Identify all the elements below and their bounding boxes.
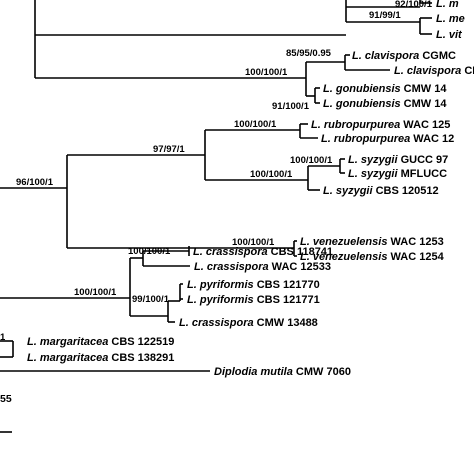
support-value: 100/100/1 [290,155,333,166]
support-value: 100/100/1 [74,287,117,298]
taxon-label: L. gonubiensis CMW 14 [323,98,447,110]
taxon-label: L. pyriformis CBS 121770 [187,279,320,291]
support-value: 97/97/1 [153,144,185,155]
taxon-label: L. margaritacea CBS 122519 [27,336,174,348]
support-values: 92/100/1 91/99/1 85/95/0.95 100/100/1 91… [0,0,433,343]
taxon-labels: L. m L. me L. vit L. clavispora CGMC L. … [27,0,474,378]
taxon-label: L. clavispora CGMC [352,50,456,62]
support-value: 100/100/1 [234,119,277,130]
taxon-label: L. pyriformis CBS 121771 [187,294,320,306]
support-value: 99/100/1 [132,294,170,305]
taxon-label: L. crassispora CMW 13488 [179,317,318,329]
taxon-label: L. vit [436,29,463,41]
taxon-label: L. margaritacea CBS 138291 [27,352,174,364]
support-value: 85/95/0.95 [286,48,332,59]
tree-branches [0,0,432,433]
taxon-label: L. crassispora WAC 12533 [194,261,331,273]
support-value: 1 [0,332,6,343]
support-value: 100/100/1 [245,67,288,78]
taxon-label: L. syzygii MFLUCC [348,168,447,180]
taxon-label: Diplodia mutila CMW 7060 [214,366,351,378]
taxon-label: L. clavispora CMW [394,65,474,77]
taxon-label: L. me [436,13,465,25]
taxon-label: L. rubropurpurea WAC 12 [321,133,454,145]
taxon-label: L. syzygii GUCC 97 [348,154,448,166]
taxon-label: L. venezuelensis WAC 1253 [300,236,444,248]
taxon-label: L. m [436,0,459,10]
taxon-label: L. gonubiensis CMW 14 [323,83,447,95]
taxon-label: L. syzygii CBS 120512 [323,185,439,197]
taxon-label: L. crassispora CBS 118741 [193,246,333,258]
scale-label: 55 [0,393,12,405]
support-value: 96/100/1 [16,177,54,188]
support-value: 92/100/1 [395,0,433,10]
support-value: 100/100/1 [128,246,171,257]
taxon-label: L. venezuelensis WAC 1254 [300,251,445,263]
taxon-label: L. rubropurpurea WAC 125 [311,119,450,131]
support-value: 100/100/1 [250,169,293,180]
support-value: 100/100/1 [232,237,275,248]
support-value: 91/100/1 [272,101,310,112]
support-value: 91/99/1 [369,10,401,21]
